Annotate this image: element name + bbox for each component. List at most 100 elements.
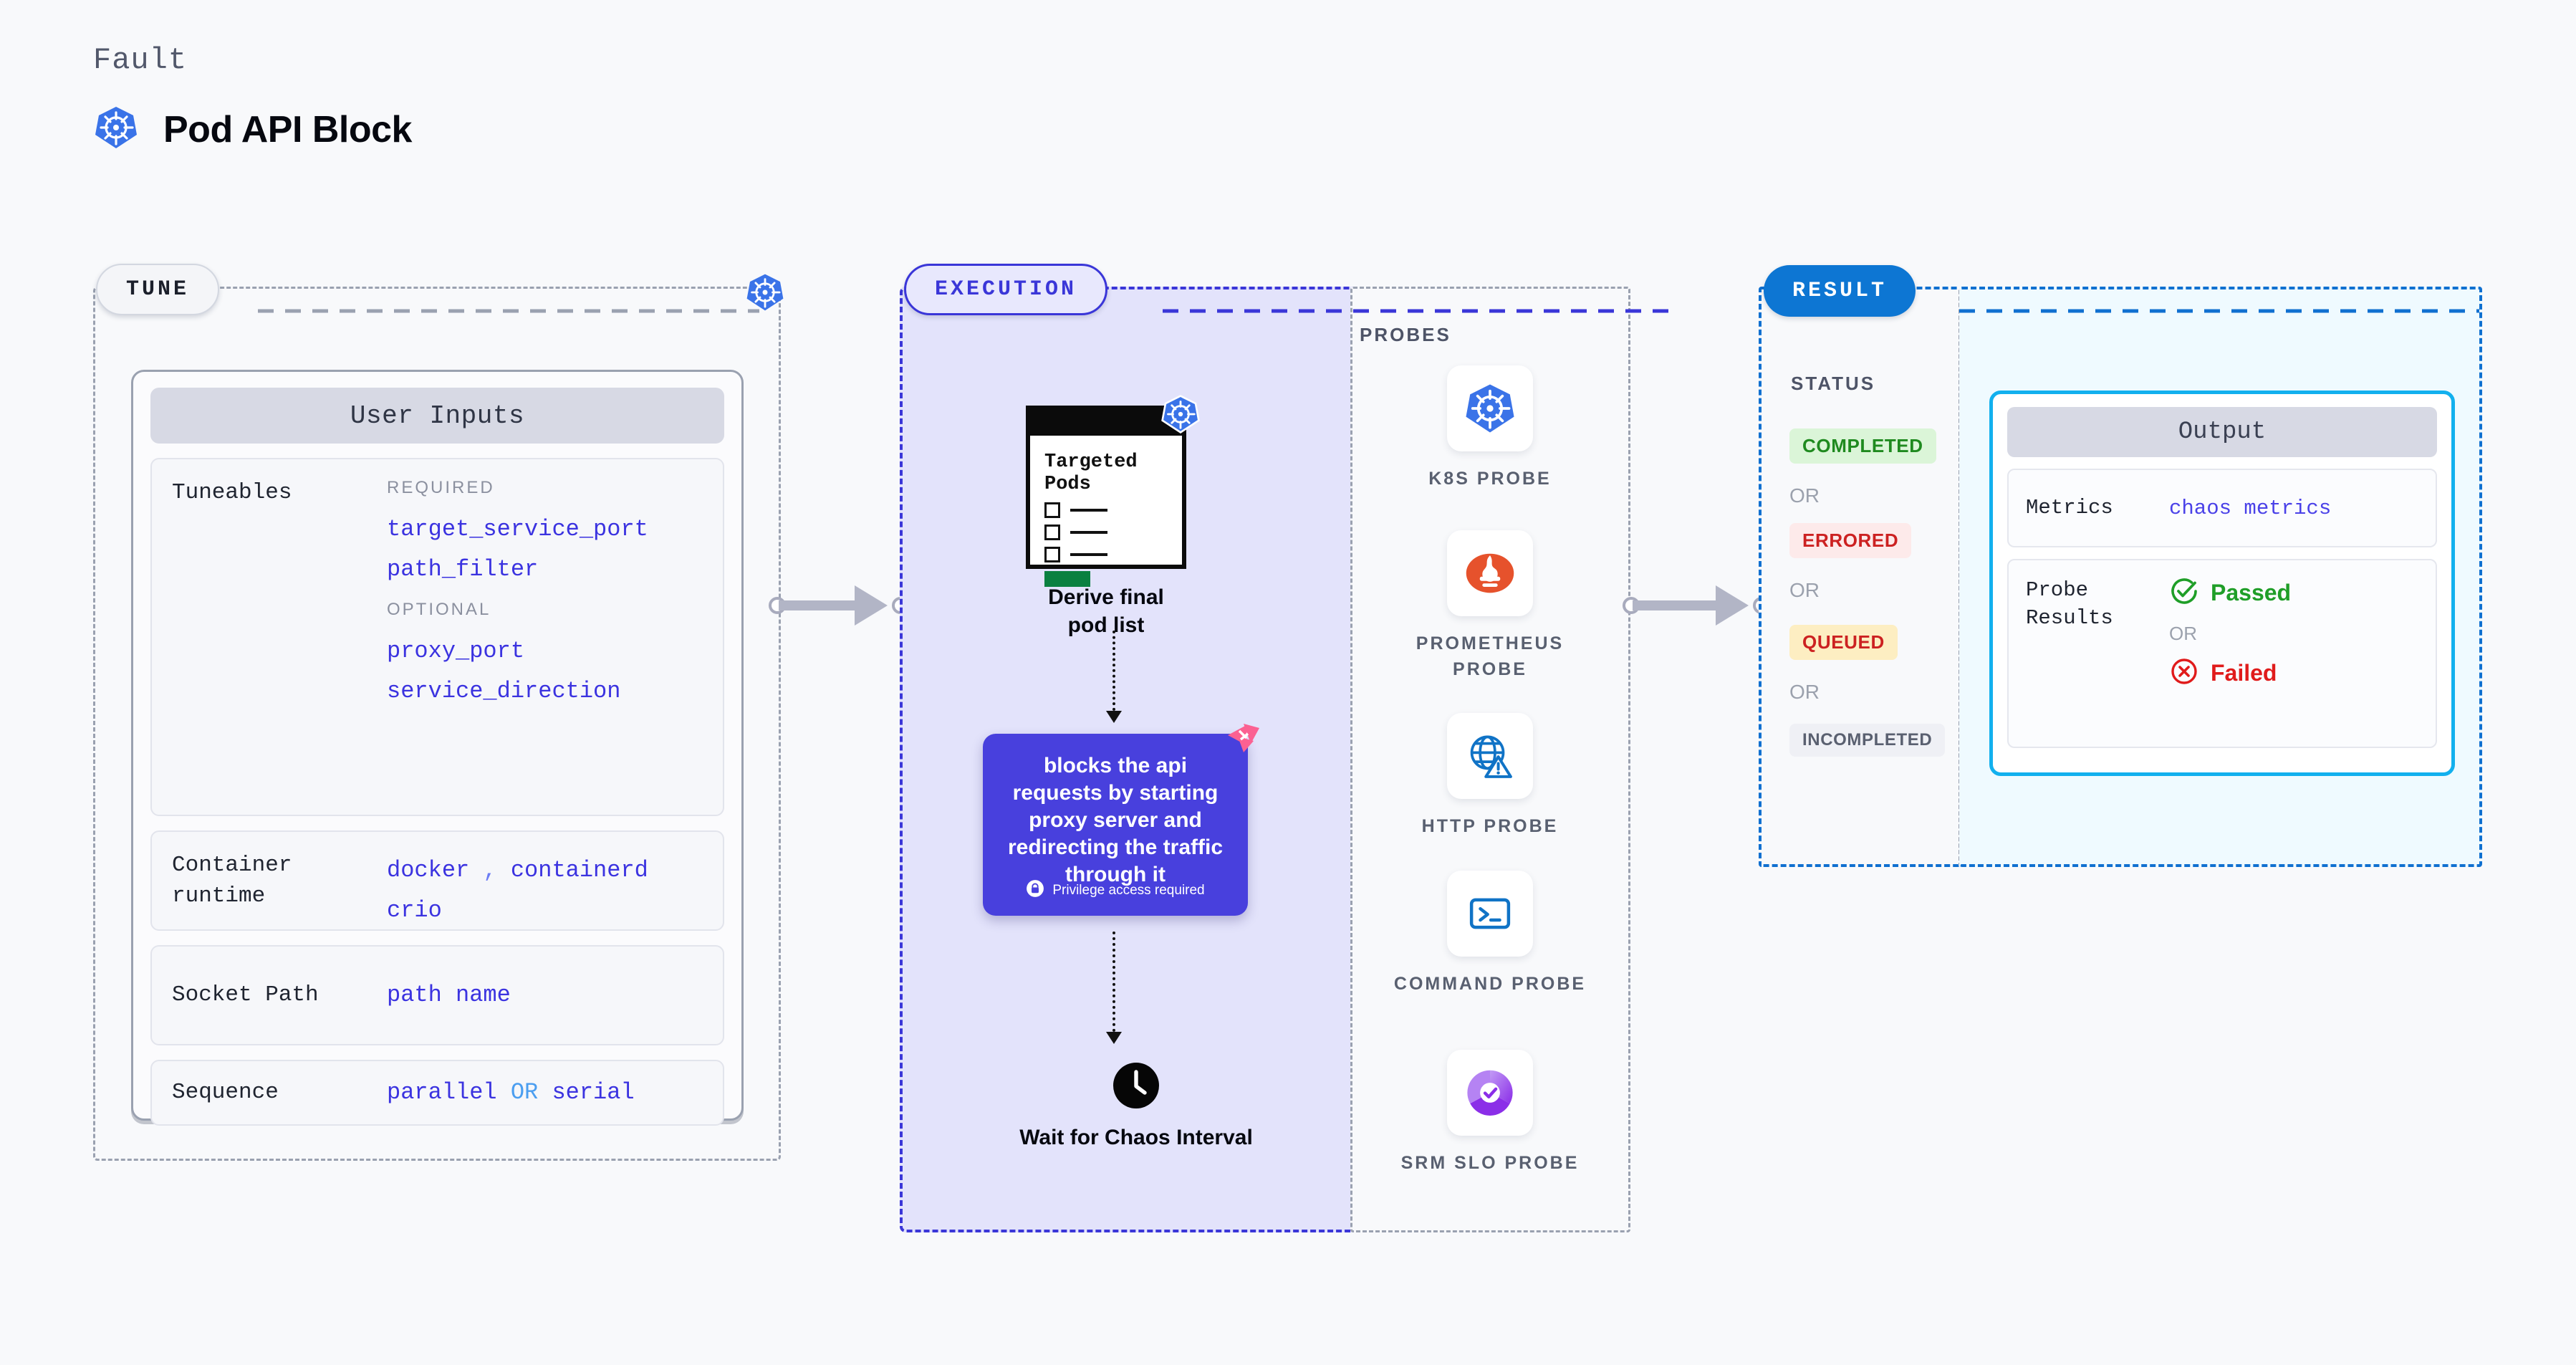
user-inputs-card: User Inputs Tuneables REQUIRED target_se… bbox=[131, 370, 744, 1126]
required-caption: REQUIRED bbox=[387, 478, 495, 497]
probes-section-label: PROBES bbox=[1360, 324, 1451, 345]
metrics-row: Metrics chaos metrics bbox=[2007, 469, 2437, 547]
result-dashed-connector bbox=[1959, 309, 2479, 313]
flow-connector-2 bbox=[1112, 931, 1115, 1032]
socket-path-label: Socket Path bbox=[172, 982, 319, 1007]
http-globe-warning-icon bbox=[1447, 713, 1533, 799]
metrics-label: Metrics bbox=[2026, 496, 2113, 520]
clock-icon bbox=[1112, 1062, 1160, 1109]
probe-srm-slo[interactable]: SRM SLO PROBE bbox=[1390, 1050, 1590, 1176]
flow-arrow-2 bbox=[1106, 1032, 1122, 1044]
document-titlebar bbox=[1030, 410, 1182, 436]
harness-icon bbox=[1222, 719, 1264, 765]
document-icon: Targeted Pods bbox=[1026, 395, 1200, 587]
runtime-containerd[interactable]: containerd bbox=[510, 857, 648, 883]
page-header: Fault Pod API Block bbox=[93, 43, 412, 154]
probe-k8s[interactable]: K8S PROBE bbox=[1390, 365, 1590, 492]
tuneables-row: Tuneables REQUIRED target_service_port p… bbox=[150, 458, 724, 816]
tuneables-label: Tuneables bbox=[172, 480, 292, 505]
output-card: Output Metrics chaos metrics Probe Resul… bbox=[1989, 391, 2455, 776]
probe-results-label: Probe Results bbox=[2026, 578, 2113, 631]
tuneable-proxy-port[interactable]: proxy_port bbox=[387, 638, 525, 664]
fault-eyebrow: Fault bbox=[93, 43, 188, 77]
action-card: blocks the api requests by starting prox… bbox=[983, 724, 1259, 916]
user-inputs-title: User Inputs bbox=[150, 388, 724, 444]
kubernetes-icon bbox=[745, 272, 785, 316]
title-row: Pod API Block bbox=[93, 105, 412, 154]
probe-label: HTTP PROBE bbox=[1421, 816, 1559, 836]
execution-dashed-connector bbox=[1163, 309, 1675, 313]
doc-list-item bbox=[1044, 524, 1171, 540]
execution-stage-pill[interactable]: EXECUTION bbox=[904, 264, 1108, 315]
sequence-parallel[interactable]: parallel bbox=[387, 1079, 497, 1106]
failed-text: Failed bbox=[2211, 660, 2277, 686]
flow-connector-1 bbox=[1112, 631, 1115, 711]
tuneable-target-service-port[interactable]: target_service_port bbox=[387, 516, 648, 542]
socket-path-value[interactable]: path name bbox=[387, 982, 511, 1008]
verdict-or: OR bbox=[2169, 623, 2197, 644]
metrics-value[interactable]: chaos metrics bbox=[2169, 496, 2332, 520]
sequence-row: Sequence parallel OR serial bbox=[150, 1060, 724, 1126]
wait-node: Wait for Chaos Interval bbox=[1014, 1062, 1258, 1151]
probe-label: SRM SLO PROBE bbox=[1400, 1153, 1580, 1173]
terminal-icon bbox=[1447, 871, 1533, 957]
probe-label: COMMAND PROBE bbox=[1393, 974, 1587, 994]
status-badge-incompleted: INCOMPLETED bbox=[1789, 724, 1946, 757]
probe-results-row: Probe Results Passed OR bbox=[2007, 559, 2437, 748]
action-description: blocks the api requests by starting prox… bbox=[1007, 754, 1224, 887]
probe-http[interactable]: HTTP PROBE bbox=[1390, 713, 1590, 839]
srm-slo-icon bbox=[1447, 1050, 1533, 1136]
probe-label: PROMETHEUS PROBE bbox=[1416, 633, 1565, 680]
verdict-failed: Failed bbox=[2169, 656, 2291, 690]
tune-stage-pill[interactable]: TUNE bbox=[96, 264, 220, 315]
wait-caption: Wait for Chaos Interval bbox=[1019, 1126, 1253, 1149]
tune-stage-boundary bbox=[93, 287, 781, 1161]
output-title: Output bbox=[2007, 407, 2437, 457]
targeted-pods-node: Targeted Pods Derive final pod list bbox=[1026, 395, 1200, 639]
prometheus-icon bbox=[1447, 530, 1533, 616]
kubernetes-icon bbox=[1447, 365, 1533, 451]
doc-list-item bbox=[1044, 546, 1171, 562]
probe-command[interactable]: COMMAND PROBE bbox=[1390, 871, 1590, 997]
status-section-label: STATUS bbox=[1791, 373, 1876, 394]
kubernetes-icon bbox=[1160, 394, 1201, 438]
check-circle-icon bbox=[2169, 576, 2199, 610]
result-stage-pill[interactable]: RESULT bbox=[1764, 265, 1916, 317]
doc-list-item bbox=[1044, 502, 1171, 518]
doc-progress-bar bbox=[1044, 570, 1090, 587]
page-title: Pod API Block bbox=[163, 108, 412, 150]
tuneable-service-direction[interactable]: service_direction bbox=[387, 678, 621, 704]
container-runtime-label: Container runtime bbox=[172, 853, 292, 909]
runtime-separator: , bbox=[483, 857, 497, 883]
kubernetes-icon bbox=[93, 105, 139, 154]
probe-label: K8S PROBE bbox=[1428, 469, 1552, 489]
passed-text: Passed bbox=[2211, 580, 2292, 605]
status-or-1: OR bbox=[1789, 484, 1820, 507]
status-or-2: OR bbox=[1789, 579, 1820, 601]
sequence-or: OR bbox=[510, 1079, 539, 1106]
lock-icon bbox=[1026, 879, 1044, 901]
container-runtime-row: Container runtime docker , containerd cr… bbox=[150, 830, 724, 931]
privilege-note: Privilege access required bbox=[983, 879, 1248, 901]
tune-dashed-connector bbox=[258, 309, 759, 313]
connector-tune-to-execution bbox=[769, 580, 912, 631]
tuneable-path-filter[interactable]: path_filter bbox=[387, 556, 539, 583]
status-badge-queued: QUEUED bbox=[1789, 625, 1898, 660]
connector-execution-to-result bbox=[1623, 580, 1773, 631]
socket-path-row: Socket Path path name bbox=[150, 945, 724, 1045]
flow-arrow-1 bbox=[1106, 711, 1122, 723]
x-circle-icon bbox=[2169, 656, 2199, 690]
sequence-serial[interactable]: serial bbox=[552, 1079, 635, 1106]
verdict-passed: Passed bbox=[2169, 576, 2291, 610]
result-stage-boundary bbox=[1759, 287, 1961, 867]
status-badge-completed: COMPLETED bbox=[1789, 428, 1936, 464]
sequence-label: Sequence bbox=[172, 1079, 279, 1105]
status-badge-errored: ERRORED bbox=[1789, 523, 1912, 558]
optional-caption: OPTIONAL bbox=[387, 600, 491, 619]
runtime-docker[interactable]: docker bbox=[387, 857, 470, 883]
targeted-pods-title: Targeted Pods bbox=[1044, 451, 1138, 495]
runtime-crio[interactable]: crio bbox=[387, 897, 442, 924]
derive-pod-list-caption: Derive final pod list bbox=[1048, 585, 1164, 637]
probe-prometheus[interactable]: PROMETHEUS PROBE bbox=[1390, 530, 1590, 683]
status-or-3: OR bbox=[1789, 681, 1820, 703]
